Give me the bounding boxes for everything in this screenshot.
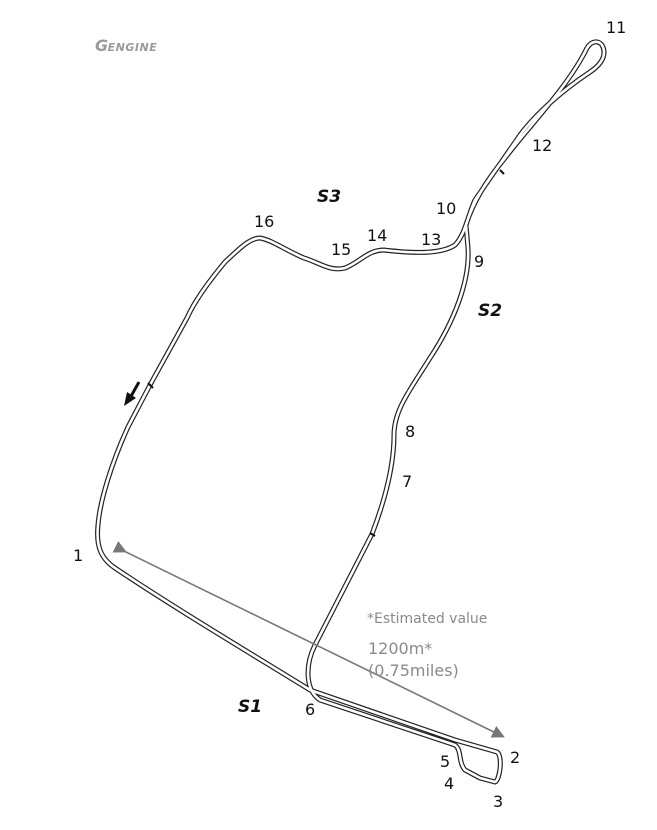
turn-6-label: 6	[305, 700, 316, 719]
sector-marker	[499, 169, 505, 175]
sector-2-label: S2	[478, 301, 503, 321]
turn-16-label: 16	[254, 212, 275, 231]
sector-1-label: S1	[238, 697, 263, 717]
turn-14-label: 14	[367, 226, 388, 245]
estimated-note: *Estimated value	[367, 611, 488, 627]
turn-9-label: 9	[474, 252, 485, 271]
track-length: 1200m* (0.75miles)	[368, 638, 459, 682]
turn-10-label: 10	[436, 199, 457, 218]
turn-8-label: 8	[405, 422, 416, 441]
turn-13-label: 13	[421, 230, 442, 249]
direction-arrow-icon	[124, 381, 141, 406]
gengine-logo: GENGINE	[95, 36, 158, 55]
turn-11-label: 11	[606, 18, 627, 37]
turn-15-label: 15	[331, 240, 352, 259]
turn-4-label: 4	[444, 774, 455, 793]
turn-2-label: 2	[510, 748, 521, 767]
track-inner	[96, 40, 606, 784]
turn-7-label: 7	[402, 472, 413, 491]
sector-marker	[369, 532, 376, 537]
track-length-miles: (0.75miles)	[368, 661, 459, 680]
length-arrow	[112, 541, 505, 738]
track-length-m: 1200m*	[368, 639, 433, 658]
turn-5-label: 5	[440, 752, 451, 771]
turn-3-label: 3	[493, 792, 504, 811]
track-outline	[95, 39, 607, 785]
turn-1-label: 1	[73, 546, 84, 565]
sector-3-label: S3	[317, 187, 342, 207]
turn-12-label: 12	[532, 136, 553, 155]
sector-marker	[147, 382, 154, 389]
